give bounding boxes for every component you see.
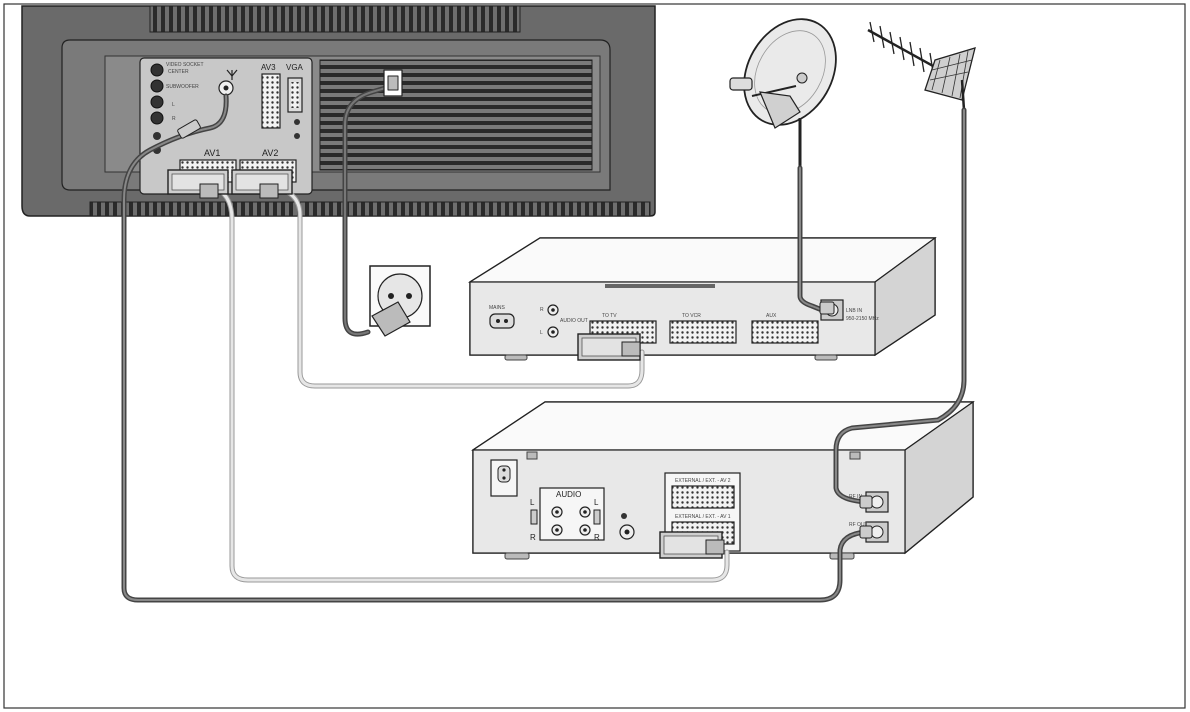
svg-text:TO VCR: TO VCR [682, 313, 701, 319]
satellite-receiver: MAINS R L AUDIO OUT TO TV TO VCR AUX LNB… [467, 236, 937, 361]
receiver-scart-vcr [669, 320, 737, 344]
tv-top-vent [149, 5, 521, 33]
receiver-scart-aux [751, 320, 819, 344]
scart-plugs [167, 119, 873, 559]
tv-vga-label: VGA [286, 63, 304, 72]
tv-av2-label: AV2 [262, 148, 278, 158]
tv-l-label: L [172, 102, 175, 108]
svg-text:LNB IN: LNB IN [846, 308, 863, 314]
vcr-l-left-label: L [530, 498, 535, 507]
svg-text:RF IN: RF IN [849, 494, 862, 500]
receiver-lnb-plug [819, 301, 835, 315]
tv-side-jacks: VIDEO SOCKET CENTER SUBWOOFER L R [150, 62, 204, 154]
vcr-rf-out-plug [859, 525, 873, 539]
svg-text:950-2150 MHz: 950-2150 MHz [846, 316, 879, 322]
svg-text:EXTERNAL / EXT. - AV 2: EXTERNAL / EXT. - AV 2 [675, 478, 731, 484]
satellite-dish-icon [729, 18, 837, 168]
vcr-l-right-label: L [594, 498, 599, 507]
svg-text:EXTERNAL / EXT. - AV 1: EXTERNAL / EXT. - AV 1 [675, 514, 731, 520]
yagi-antenna-icon [867, 21, 976, 111]
svg-text:AUDIO OUT: AUDIO OUT [560, 318, 588, 324]
svg-text:SUBWOOFER: SUBWOOFER [166, 84, 199, 90]
vcr-audio-label: AUDIO [556, 490, 581, 499]
svg-text:VIDEO SOCKET: VIDEO SOCKET [166, 62, 204, 68]
tv-rear-vent [319, 59, 593, 171]
vcr-scart-av2 [671, 485, 735, 509]
svg-text:RF OUT: RF OUT [849, 522, 868, 528]
svg-text:TO TV: TO TV [602, 313, 617, 319]
vcr-r-right-label: R [594, 533, 600, 542]
tv-av1-label: AV1 [204, 148, 220, 158]
tv-bottom-vent [89, 201, 651, 217]
receiver-r-label: R [540, 307, 544, 313]
cables [121, 69, 967, 603]
receiver-l-label: L [540, 330, 543, 336]
vcr-rf-in-plug [859, 495, 873, 509]
receiver-tv-plug [577, 333, 641, 361]
svg-text:AUX: AUX [766, 313, 777, 319]
vcr-av1-plug [659, 531, 725, 559]
tv-rf-plug [177, 119, 201, 139]
vcr-r-left-label: R [530, 533, 536, 542]
tv-r-label: R [172, 116, 176, 122]
tv-rear-panel: VIDEO SOCKET CENTER SUBWOOFER L R AV3 VG… [21, 5, 656, 217]
tv-center-label: CENTER [168, 69, 189, 75]
tv-av3-socket [261, 73, 281, 129]
tv-av2-plug [231, 169, 293, 199]
receiver-mains-inlet [489, 313, 515, 329]
tv-av1-plug [167, 169, 229, 199]
tv-av3-label: AV3 [261, 63, 276, 72]
power-plug-icon [371, 301, 411, 337]
svg-text:MAINS: MAINS [489, 305, 506, 311]
vcr-audio-panel [539, 487, 605, 541]
